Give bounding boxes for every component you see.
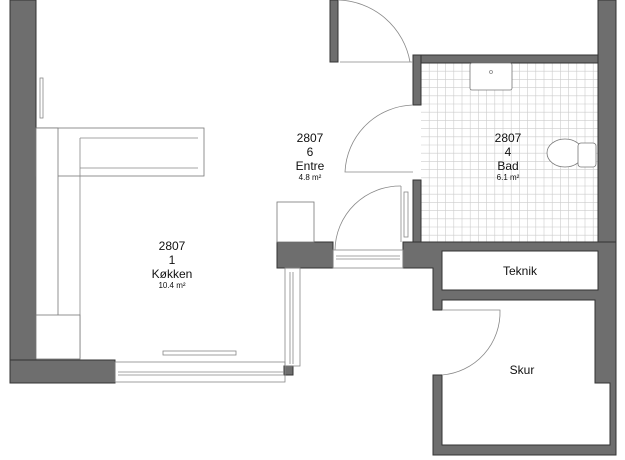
room-number: 6 <box>307 145 314 159</box>
door-stop <box>403 191 409 238</box>
room-building: 2807 <box>495 131 522 145</box>
room-label-skur: Skur <box>510 363 535 377</box>
counter-top <box>35 127 205 177</box>
column-block <box>276 241 334 269</box>
room-area: 6.1 m² <box>497 173 520 182</box>
outbuilding-walls <box>402 241 617 456</box>
room-building: 2807 <box>159 239 186 253</box>
sink <box>469 62 513 91</box>
window-bottom <box>114 361 286 383</box>
wall-radiator <box>39 77 44 119</box>
left-wall <box>9 0 37 384</box>
room-label-entre: 2807 6 Entre 4.8 m² <box>296 131 325 182</box>
top-partition-wall <box>329 0 339 63</box>
radiator <box>162 350 237 356</box>
room-label-teknik: Teknik <box>503 264 538 278</box>
fridge <box>276 201 315 243</box>
room-label-bad: 2807 4 Bad 6.1 m² <box>495 131 522 182</box>
room-building: 2807 <box>297 131 324 145</box>
bath-left-wall-upper <box>412 54 422 106</box>
room-label-kokken: 2807 1 Køkken 10.4 m² <box>152 239 193 290</box>
bath-top-wall <box>412 54 617 64</box>
room-number: 1 <box>169 253 176 267</box>
door-arc-skur[interactable] <box>441 309 501 376</box>
walls <box>9 0 617 456</box>
windows <box>39 77 409 383</box>
entry-threshold <box>332 249 404 269</box>
room-area: 4.8 m² <box>299 173 322 182</box>
window-right <box>284 267 301 367</box>
toilet <box>546 138 597 168</box>
room-name: Entre <box>296 159 325 173</box>
teknik-room <box>441 250 599 291</box>
door-arc-bath[interactable] <box>344 104 414 173</box>
doors <box>334 0 501 376</box>
door-arc-top <box>337 0 411 63</box>
room-number: 4 <box>505 145 512 159</box>
bathroom-tiles <box>421 63 598 242</box>
room-name: Bad <box>497 159 518 173</box>
room-area: 10.4 m² <box>158 281 185 290</box>
room-name: Køkken <box>152 267 193 281</box>
door-arc-entry[interactable] <box>334 185 402 251</box>
bottom-left-wall <box>9 359 116 384</box>
kitchen-counters <box>35 127 315 360</box>
bath-left-wall-lower <box>412 179 422 243</box>
counter-end <box>35 314 81 360</box>
